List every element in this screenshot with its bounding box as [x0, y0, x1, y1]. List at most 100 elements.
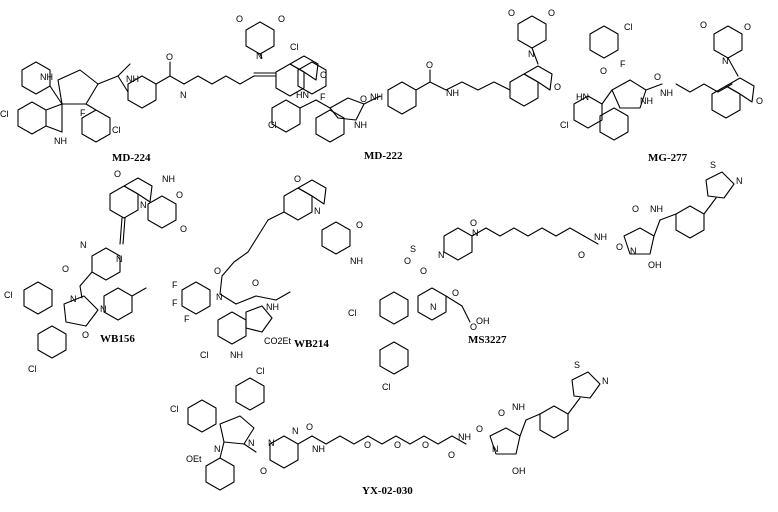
- atom-label: O: [700, 20, 707, 30]
- atom-label: NH: [230, 350, 243, 360]
- atom-label: NH: [126, 74, 139, 84]
- atom-label: F: [80, 108, 86, 118]
- atom-label: F: [620, 59, 626, 69]
- atom-label: N: [438, 250, 445, 260]
- atom-label: O: [394, 440, 401, 450]
- atom-label: N: [216, 292, 223, 302]
- atom-label: Cl: [0, 109, 9, 119]
- atom-label: N: [180, 90, 187, 100]
- atom-label: Cl: [268, 120, 277, 130]
- atom-label: S: [574, 360, 580, 370]
- atom-label: OEt: [186, 454, 202, 464]
- atom-label: Cl: [200, 350, 209, 360]
- atom-label: O: [306, 422, 313, 432]
- atom-label: N: [214, 444, 221, 454]
- atom-label: O: [476, 424, 483, 434]
- compound-name-md-222: MD-222: [364, 150, 403, 162]
- atom-label: Cl: [28, 364, 37, 374]
- structure-yx-02-030: Cl Cl N N OEt O N N O NH O O O O NH O N …: [170, 360, 609, 491]
- atom-label: O: [654, 72, 661, 82]
- atom-label: O: [498, 408, 505, 418]
- atom-label: O: [420, 266, 427, 276]
- compound-name-wb156: WB156: [100, 333, 135, 345]
- atom-label: N: [602, 376, 609, 386]
- compound-name-mg-277: MG-277: [648, 152, 688, 164]
- atom-label: O: [252, 278, 259, 288]
- atom-label: O: [278, 14, 285, 24]
- atom-label: O: [616, 242, 623, 252]
- compound-name-yx-02-030: YX-02-030: [362, 485, 413, 497]
- structure-wb214: O N O NH O N O NH F F F CO2Et NH Cl: [172, 174, 363, 360]
- atom-label: O: [360, 94, 367, 104]
- atom-label: Cl: [382, 382, 391, 392]
- atom-label: O: [176, 190, 183, 200]
- atom-label: Cl: [112, 125, 121, 135]
- atom-label: HN: [296, 90, 309, 100]
- structure-md-224: Cl NH NH F Cl NH O N N O O O: [0, 14, 327, 146]
- atom-label: O: [214, 266, 221, 276]
- atom-label: O: [452, 288, 459, 298]
- atom-label: NH: [312, 444, 325, 454]
- atom-label: O: [236, 14, 243, 24]
- atom-label: O: [62, 264, 69, 274]
- atom-label: NH: [512, 402, 525, 412]
- atom-label: O: [166, 52, 173, 62]
- atom-label: OH: [476, 316, 490, 326]
- structure-wb156: O O NH O N N N O N N Cl Cl O: [4, 169, 187, 374]
- atom-label: N: [292, 426, 299, 436]
- atom-label: O: [470, 218, 477, 228]
- structure-mg-277: Cl F O HN Cl NH O NH N O O O: [560, 20, 763, 141]
- atom-label: OH: [512, 466, 526, 476]
- atom-label: O: [114, 169, 121, 179]
- atom-label: NH: [354, 120, 367, 130]
- atom-label: N: [630, 246, 637, 256]
- atom-label: F: [172, 280, 178, 290]
- atom-label: NH: [650, 204, 663, 214]
- atom-label: O: [426, 60, 433, 70]
- atom-label: S: [410, 244, 416, 254]
- atom-label: F: [320, 92, 326, 102]
- atom-label: Cl: [290, 42, 299, 52]
- atom-label: F: [184, 314, 190, 324]
- compound-name-wb214: WB214: [294, 338, 329, 350]
- atom-label: N: [140, 200, 147, 210]
- atom-label: Cl: [170, 404, 179, 414]
- atom-label: N: [314, 206, 321, 216]
- atom-label: Cl: [348, 308, 357, 318]
- atom-label: NH: [446, 88, 459, 98]
- atom-label: NH: [350, 256, 363, 266]
- atom-label: N: [80, 240, 87, 250]
- atom-label: NH: [370, 92, 383, 102]
- atom-label: O: [356, 220, 363, 230]
- atom-label: NH: [640, 96, 653, 106]
- atom-label: O: [632, 204, 639, 214]
- compound-name-md-224: MD-224: [112, 152, 151, 164]
- structure-md-222: Cl F Cl HN NH O NH O NH N O O O: [268, 8, 561, 143]
- atom-label: O: [508, 8, 515, 18]
- atom-label: N: [100, 304, 107, 314]
- atom-label: O: [470, 322, 477, 332]
- atom-label: O: [320, 70, 327, 80]
- atom-label: O: [404, 256, 411, 266]
- atom-label: NH: [162, 174, 175, 184]
- atom-label: O: [600, 66, 607, 76]
- atom-label: O: [554, 82, 561, 92]
- atom-label: O: [260, 466, 267, 476]
- atom-label: N: [472, 228, 479, 238]
- atom-label: Cl: [624, 22, 633, 32]
- atom-label: NH: [40, 72, 53, 82]
- atom-label: O: [294, 174, 301, 184]
- compound-name-ms3227: MS3227: [468, 334, 507, 346]
- atom-label: N: [492, 444, 499, 454]
- atom-label: NH: [660, 88, 673, 98]
- atom-label: NH: [458, 432, 471, 442]
- atom-label: NH: [594, 232, 607, 242]
- atom-label: Cl: [4, 290, 13, 300]
- atom-label: N: [256, 51, 263, 61]
- atom-label: N: [70, 294, 77, 304]
- atom-label: O: [448, 450, 455, 460]
- structure-ms3227: S O O N N O O NH O N O NH OH S N Cl O N …: [348, 160, 743, 392]
- atom-label: S: [710, 160, 716, 170]
- atom-label: O: [744, 22, 751, 32]
- atom-label: HN: [576, 92, 589, 102]
